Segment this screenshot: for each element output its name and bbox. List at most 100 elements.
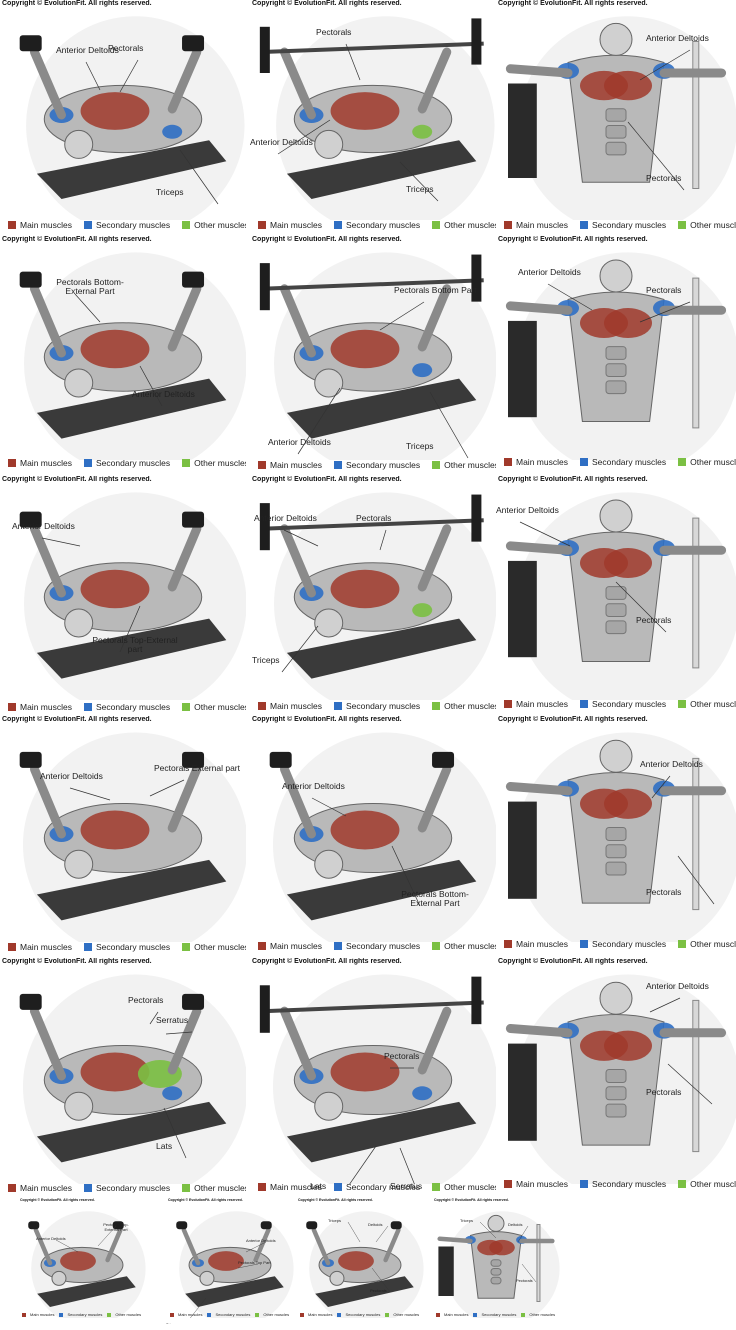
barbell (262, 518, 484, 531)
exercise-illustration (259, 492, 496, 700)
legend-label: Other muscles (194, 220, 246, 230)
label-pointer (521, 1263, 537, 1283)
barbell-plate (259, 263, 270, 311)
muscle-label: Pectorals (108, 43, 144, 53)
head (64, 849, 94, 879)
label-pointer (311, 797, 347, 817)
legend-other-swatch (432, 702, 441, 710)
legend-main-swatch (504, 1180, 512, 1188)
athlete-figure (269, 751, 477, 921)
legend-label: Secondary muscles (345, 1312, 381, 1317)
legend-item-main: Main muscles (258, 701, 322, 711)
abdominals (605, 861, 627, 876)
legend-item-secondary: Secondary muscles (579, 699, 666, 709)
legend-item-other: Other muscles (255, 1312, 289, 1317)
copyright-notice: Copyright © EvolutionFit. All rights res… (252, 716, 402, 723)
legend-label: Secondary muscles (95, 702, 171, 712)
head (329, 1270, 345, 1286)
label-pointer (347, 1221, 361, 1243)
legend-label: Main muscles (516, 699, 568, 709)
label-pointer (651, 775, 671, 799)
legend-secondary-swatch (579, 458, 588, 466)
machine-stack (508, 320, 537, 418)
legend-item-main: Main muscles (8, 220, 72, 230)
barbell (262, 278, 484, 291)
muscle-label: Pectorals Top Part (238, 1260, 271, 1265)
legend-secondary-swatch (83, 459, 92, 467)
copyright-notice: Copyright © EvolutionFit. All rights res… (252, 0, 402, 7)
label-pointer (163, 1107, 187, 1159)
exercise-panel: Copyright © EvolutionFit. All rights res… (250, 476, 496, 716)
legend-item-other: Other muscles (678, 939, 736, 949)
pectorals-highlight (330, 569, 400, 609)
legend-label: Other muscles (194, 1183, 246, 1193)
exercise-illustration (19, 16, 245, 220)
label-pointer (69, 787, 111, 801)
label-pointer (277, 119, 331, 155)
legend-main-swatch (504, 940, 512, 948)
right-arm (383, 1227, 401, 1263)
label-pointer (391, 845, 421, 907)
barbell (262, 1000, 484, 1014)
legend-other-swatch (182, 1184, 191, 1192)
copyright-notice: Copyright © EvolutionFit. All rights res… (298, 1198, 373, 1202)
legend-label: Main muscles (20, 702, 72, 712)
legend-label: Secondary muscles (591, 457, 667, 467)
legend-label: Secondary muscles (95, 458, 171, 468)
exercise-panel: Copyright © EvolutionFit. All rights res… (18, 1198, 146, 1324)
exercise-panel: Copyright © EvolutionFit. All rights res… (250, 958, 496, 1200)
secondary-highlight (412, 603, 433, 618)
exercise-illustration (259, 974, 496, 1184)
copyright-notice: Copyright © EvolutionFit. All rights res… (2, 0, 152, 7)
exercise-illustration (19, 492, 246, 700)
legend-label: Other muscles (690, 457, 736, 467)
right-arm (417, 1006, 452, 1075)
legend-label: Other muscles (194, 458, 246, 468)
pectorals-highlight (604, 308, 652, 339)
head (64, 129, 94, 159)
athlete-figure (259, 254, 484, 439)
legend-label: Other muscles (529, 1312, 556, 1317)
bench (286, 1101, 477, 1163)
right-arm (167, 764, 202, 833)
pectorals-highlight (80, 569, 150, 609)
machine-stack (438, 1246, 454, 1296)
muscle-label: Anterior Deltoids (646, 981, 709, 991)
exercise-panel: Copyright © EvolutionFit. All rights res… (0, 0, 246, 236)
muscle-label: Anterior Deltoids (56, 45, 119, 55)
legend-main-swatch (300, 1312, 304, 1317)
legend-item-main: Main muscles (504, 1179, 568, 1189)
legend-label: Main muscles (270, 220, 322, 230)
legend-label: Main muscles (516, 1179, 568, 1189)
exercise-illustration (269, 732, 496, 942)
muscle-label: Anterior Deltoids (40, 771, 103, 781)
dumbbell (182, 993, 205, 1010)
right-arm (417, 47, 452, 114)
dumbbell (28, 1221, 40, 1230)
legend-label: Main muscles (516, 457, 568, 467)
legend-main-swatch (504, 700, 512, 708)
legend-label: Other muscles (444, 941, 496, 951)
muscle-label: Anterior Deltoids (254, 513, 317, 523)
secondary-highlight (412, 1086, 433, 1101)
pectorals-highlight (489, 1239, 515, 1256)
athlete-figure (505, 22, 727, 189)
legend-main-swatch (8, 459, 16, 467)
legend-item-secondary: Secondary muscles (333, 460, 420, 470)
muscle-label: Triceps (406, 441, 434, 451)
dumbbell (390, 1221, 402, 1230)
machine-post (536, 1224, 541, 1302)
muscle-label: Pectorals (356, 513, 392, 523)
copyright-notice: Copyright © EvolutionFit. All rights res… (498, 958, 648, 965)
legend-other-swatch (432, 221, 441, 229)
legend-label: Secondary muscles (95, 220, 171, 230)
left-arm (505, 301, 573, 315)
secondary-highlight (162, 124, 183, 139)
legend-item-other: Other muscles (107, 1312, 141, 1317)
dumbbell (182, 751, 205, 768)
legend-item-secondary: Secondary muscles (83, 220, 171, 230)
head (64, 1091, 94, 1121)
legend-label: Other muscles (444, 460, 496, 470)
